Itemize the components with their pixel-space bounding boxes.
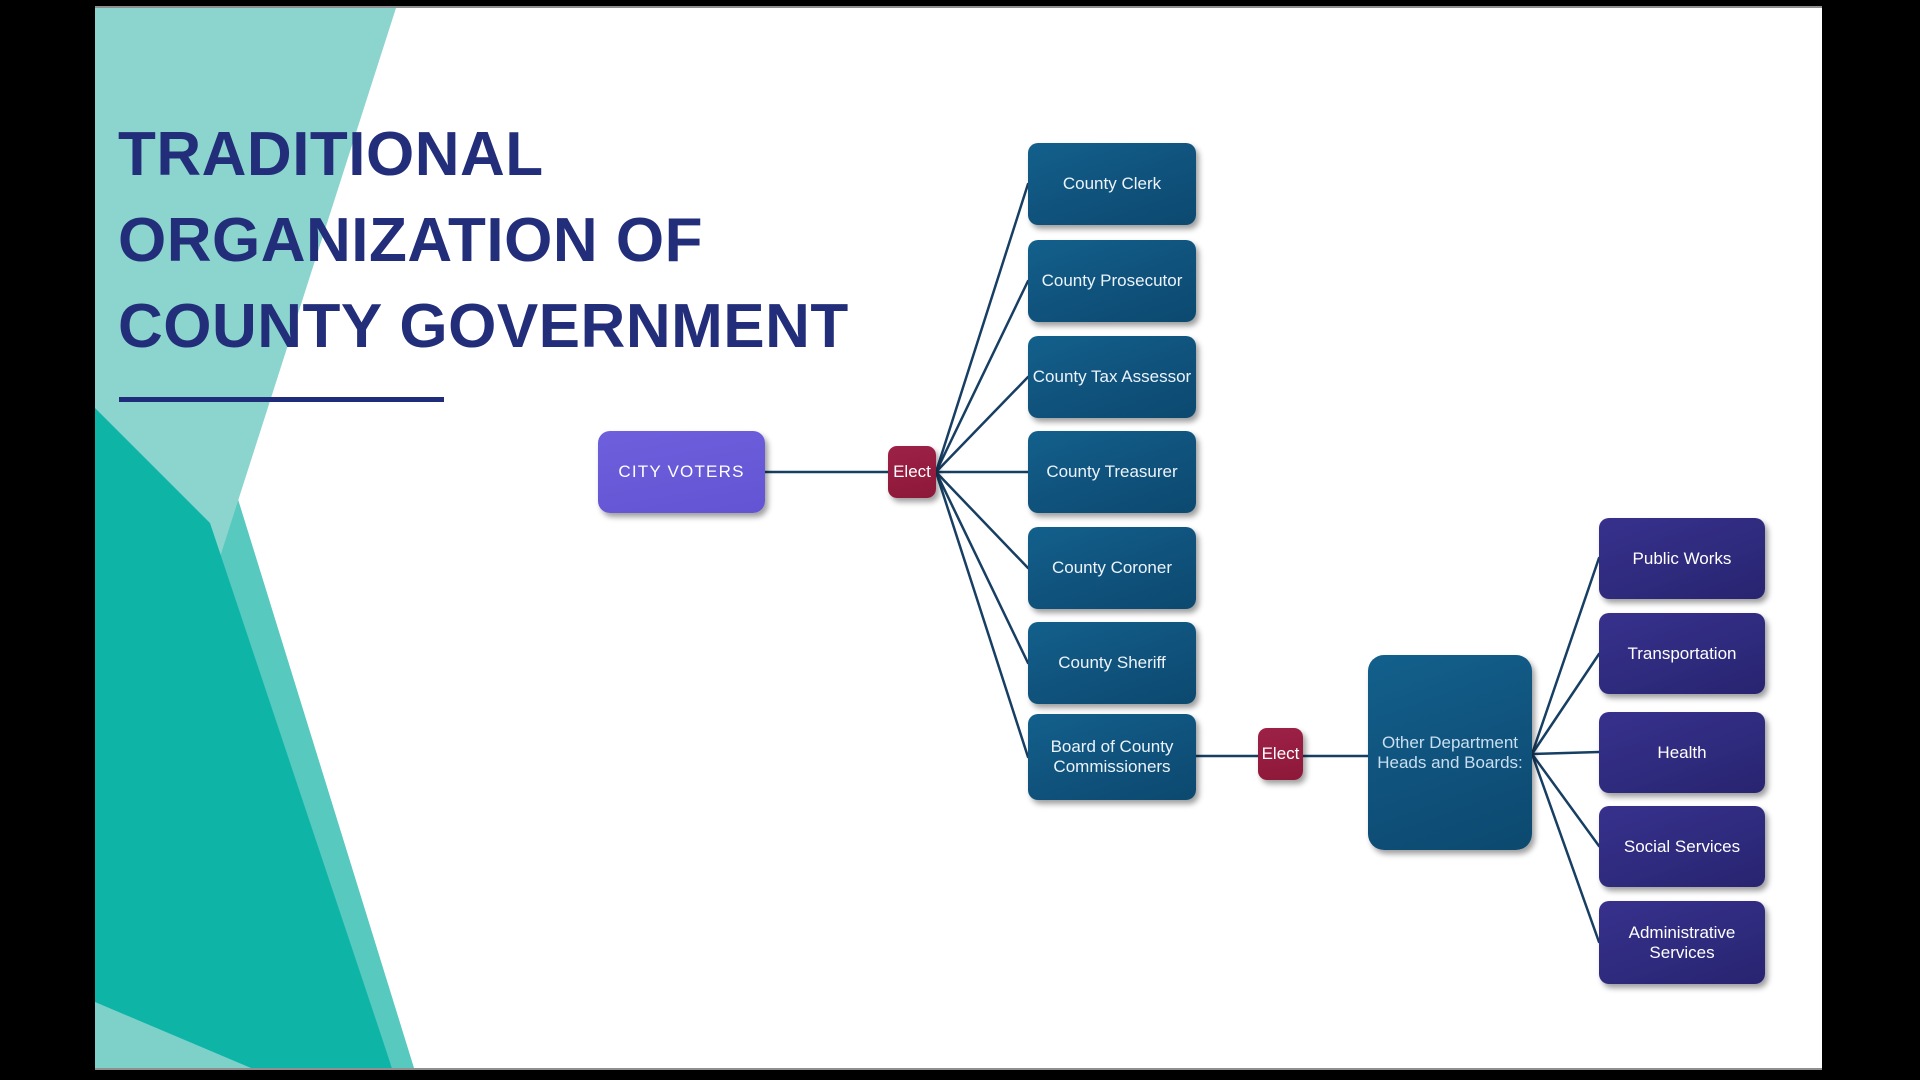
other-department-heads-box: Other Department Heads and Boards: <box>1368 655 1532 850</box>
box-health: Health <box>1599 712 1765 793</box>
box-county-sheriff: County Sheriff <box>1028 622 1196 704</box>
box-county-prosecutor: County Prosecutor <box>1028 240 1196 322</box>
left-facet-decoration <box>95 8 414 1068</box>
title-underline <box>119 397 444 402</box>
box-social-services: Social Services <box>1599 806 1765 887</box>
elect-box-top: Elect <box>888 446 936 498</box>
box-transportation: Transportation <box>1599 613 1765 694</box>
connector-lines <box>763 182 1601 944</box>
slide: TRADITIONAL ORGANIZATION OF COUNTY GOVER… <box>95 6 1822 1070</box>
box-county-treasurer: County Treasurer <box>1028 431 1196 513</box>
slide-title: TRADITIONAL ORGANIZATION OF COUNTY GOVER… <box>118 112 898 370</box>
title-line-1: TRADITIONAL <box>118 120 544 189</box>
title-line-2: ORGANIZATION OF <box>118 206 703 275</box>
box-board-of-county-commissioners: Board of County Commissioners <box>1028 714 1196 800</box>
title-line-3: COUNTY GOVERNMENT <box>118 292 849 361</box>
box-public-works: Public Works <box>1599 518 1765 599</box>
box-county-coroner: County Coroner <box>1028 527 1196 609</box>
elect-box-bottom: Elect <box>1258 728 1303 780</box>
box-administrative-services: Administrative Services <box>1599 901 1765 984</box>
box-county-clerk: County Clerk <box>1028 143 1196 225</box>
city-voters-box: CITY VOTERS <box>598 431 765 513</box>
box-county-tax-assessor: County Tax Assessor <box>1028 336 1196 418</box>
